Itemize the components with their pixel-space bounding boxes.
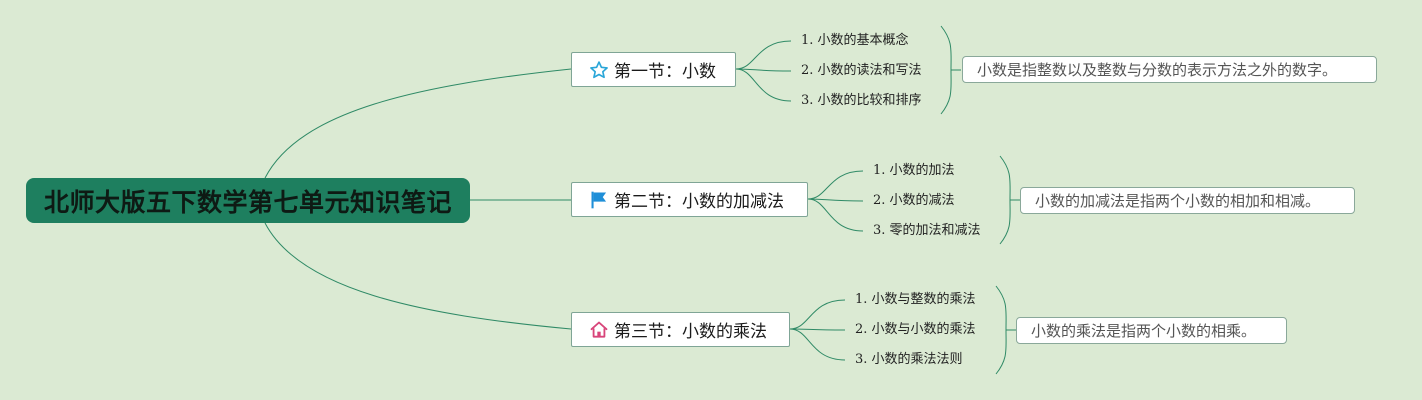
section-3-summary[interactable]: 小数的乘法是指两个小数的相乘。 xyxy=(1016,317,1287,344)
root-topic[interactable]: 北师大版五下数学第七单元知识笔记 xyxy=(26,178,470,223)
section-3-title: 第三节：小数的乘法 xyxy=(614,322,767,342)
section-3-to-item-1-line xyxy=(789,299,846,330)
section-2-to-item-2-line xyxy=(807,198,864,202)
section-3-to-item-3-line xyxy=(789,328,846,361)
section-1-item-2[interactable]: 2. 小数的读法和写法 xyxy=(801,63,922,78)
section-1-to-item-1-line xyxy=(735,40,792,70)
section-1-topic[interactable]: 第一节：小数 xyxy=(571,52,736,87)
section-1-summary-bracket xyxy=(940,25,952,115)
root-to-section-3-line xyxy=(264,222,572,330)
section-3-item-3[interactable]: 3. 小数的乘法法则 xyxy=(855,352,963,367)
section-1-summary[interactable]: 小数是指整数以及整数与分数的表示方法之外的数字。 xyxy=(962,56,1377,83)
section-2-summary[interactable]: 小数的加减法是指两个小数的相加和相减。 xyxy=(1020,187,1355,214)
section-2-topic[interactable]: 第二节：小数的加减法 xyxy=(571,182,808,217)
root-to-section-1-line xyxy=(264,68,572,179)
section-1-item-3[interactable]: 3. 小数的比较和排序 xyxy=(801,93,922,108)
section-2-item-3[interactable]: 3. 零的加法和减法 xyxy=(873,223,981,238)
section-3-item-2[interactable]: 2. 小数与小数的乘法 xyxy=(855,322,976,337)
section-2-summary-text: 小数的加减法是指两个小数的相加和相减。 xyxy=(1035,192,1321,210)
section-2-item-2[interactable]: 2. 小数的减法 xyxy=(873,193,955,208)
section-1-summary-text: 小数是指整数以及整数与分数的表示方法之外的数字。 xyxy=(977,61,1338,79)
section-3-topic[interactable]: 第三节：小数的乘法 xyxy=(571,312,790,347)
section-2-item-1[interactable]: 1. 小数的加法 xyxy=(873,163,955,178)
section-2-to-item-3-line xyxy=(807,198,864,232)
section-1-to-item-3-line xyxy=(735,68,792,102)
section-3-summary-text: 小数的乘法是指两个小数的相乘。 xyxy=(1031,322,1257,340)
home-icon xyxy=(588,319,610,341)
section-2-to-item-1-line xyxy=(807,170,864,200)
section-3-item-1[interactable]: 1. 小数与整数的乘法 xyxy=(855,292,976,307)
section-1-to-item-2-line xyxy=(735,68,792,72)
section-3-summary-bracket xyxy=(995,285,1007,375)
root-title: 北师大版五下数学第七单元知识笔记 xyxy=(43,187,452,217)
section-3-to-item-2-line xyxy=(789,328,846,331)
section-2-summary-bracket xyxy=(999,155,1011,245)
star-icon xyxy=(588,59,610,81)
section-2-title: 第二节：小数的加减法 xyxy=(614,192,784,212)
flag-icon xyxy=(588,189,610,211)
section-1-item-1[interactable]: 1. 小数的基本概念 xyxy=(801,33,909,48)
section-1-title: 第一节：小数 xyxy=(614,62,716,82)
